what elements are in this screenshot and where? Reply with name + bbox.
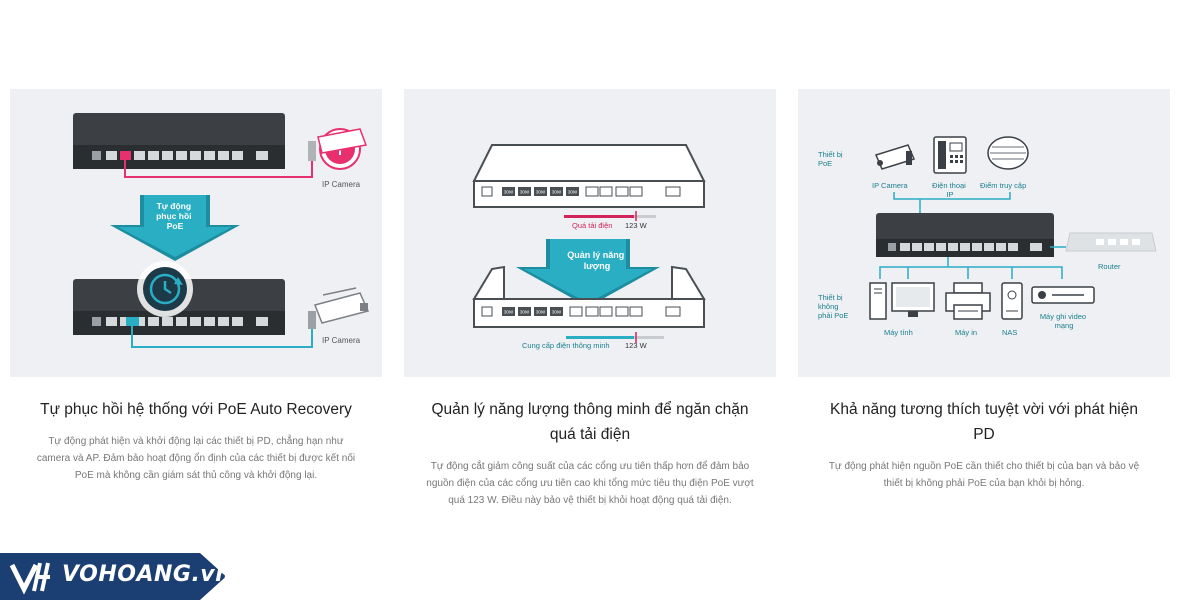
ip-phone-label-2: IP bbox=[946, 190, 953, 199]
recovery-clock-icon bbox=[137, 261, 193, 317]
smart-supply-label: Cung cấp điện thông minh bbox=[522, 341, 610, 350]
svg-text:30W: 30W bbox=[552, 190, 562, 195]
switch-bottom-front: 30W 30W 30W 30W bbox=[472, 265, 706, 328]
nonpoe-group-label-1: Thiết bị bbox=[818, 293, 843, 302]
computer-icon bbox=[869, 282, 935, 320]
nas-label: NAS bbox=[1002, 328, 1017, 337]
feature-auto-recovery: Tự phục hồi hệ thống với PoE Auto Recove… bbox=[10, 397, 382, 484]
power-management-illustration: 30W 30W 30W 30W 30W Quá tải điện 123 W Quả… bbox=[404, 89, 776, 377]
power-banner-line1: Quản lý năng bbox=[567, 250, 624, 260]
feature-power-management: Quản lý năng lượng thông minh để ngăn ch… bbox=[404, 397, 776, 509]
power-banner-line2: lượng bbox=[584, 261, 610, 271]
feature-pd-detection: Khả năng tương thích tuyệt vời với phát … bbox=[798, 397, 1170, 492]
svg-text:Quản lý năng lượng: Quản lý năng lượng bbox=[567, 250, 627, 271]
svg-text:30W: 30W bbox=[568, 190, 578, 195]
router-icon bbox=[1065, 232, 1157, 252]
switch-top bbox=[73, 113, 285, 169]
port-watt-label: 30W bbox=[536, 310, 546, 315]
poe-group-label-1: Thiết bị bbox=[818, 150, 843, 159]
video-recorder-label-2: mạng bbox=[1055, 321, 1074, 330]
ip-phone-icon bbox=[933, 136, 967, 174]
auto-recovery-arrow bbox=[110, 195, 240, 261]
ip-camera-label: IP Camera bbox=[872, 181, 909, 190]
ip-camera-online-icon bbox=[308, 287, 370, 329]
nas-icon bbox=[1001, 282, 1023, 320]
nonpoe-group-label-3: phải PoE bbox=[818, 311, 848, 320]
recovery-banner-line2: phục hồi bbox=[156, 211, 191, 221]
feature-description: Tự động cắt giảm công suất của các cổng … bbox=[426, 461, 754, 506]
nonpoe-group-label-2: không bbox=[818, 302, 838, 311]
power-management-arrow bbox=[516, 239, 660, 307]
svg-text:30W: 30W bbox=[504, 190, 514, 195]
feature-description: Tự động phát hiện và khởi động lại các t… bbox=[36, 436, 356, 481]
printer-label: Máy in bbox=[955, 328, 977, 337]
ip-camera-offline-icon bbox=[308, 128, 368, 170]
recovery-banner-line1: Tự động bbox=[157, 201, 191, 211]
video-recorder-icon bbox=[1031, 286, 1095, 304]
video-recorder-label-1: Máy ghi video bbox=[1040, 312, 1086, 321]
svg-text:Tự động phục hồi P: Tự động phục hồi PoE bbox=[156, 201, 194, 231]
svg-text:Thiết bị không phả: Thiết bị không phải PoE bbox=[818, 293, 848, 320]
ip-camera-label: IP Camera bbox=[322, 180, 361, 189]
brand-name: VOHOANG.vn bbox=[62, 562, 232, 587]
poe-group-label-2: PoE bbox=[818, 159, 832, 168]
poe-switch bbox=[876, 213, 1054, 257]
svg-text:Điện thoại IP: Điện thoại IP bbox=[932, 181, 968, 199]
ip-camera-label: IP Camera bbox=[322, 336, 361, 345]
svg-text:30W: 30W bbox=[520, 190, 530, 195]
wattage-top: 123 W bbox=[625, 221, 648, 230]
printer-icon bbox=[945, 282, 991, 320]
feature-title: Tự phục hồi hệ thống với PoE Auto Recove… bbox=[40, 401, 352, 418]
switch-top-front: 30W 30W 30W 30W 30W bbox=[472, 144, 706, 208]
recovery-banner-line3: PoE bbox=[167, 221, 184, 231]
wattage-bottom: 123 W bbox=[625, 341, 648, 350]
poe-auto-recovery-illustration: IP Camera Tự động phục hồi PoE bbox=[10, 89, 382, 377]
port-watt-label: 30W bbox=[552, 310, 562, 315]
access-point-icon bbox=[987, 136, 1029, 170]
port-watt-label: 30W bbox=[520, 310, 530, 315]
ip-phone-label-1: Điện thoại bbox=[932, 181, 966, 190]
ip-camera-icon bbox=[874, 144, 916, 170]
svg-text:Thiết bị PoE: Thiết bị PoE bbox=[818, 150, 845, 168]
port-watt-label: 30W bbox=[504, 310, 514, 315]
router-label: Router bbox=[1098, 262, 1121, 271]
feature-title: Khả năng tương thích tuyệt vời với phát … bbox=[830, 401, 1138, 443]
svg-text:Máy ghi video mạng: Máy ghi video mạng bbox=[1040, 312, 1088, 330]
computer-label: Máy tính bbox=[884, 328, 913, 337]
vohoang-logo: VOHOANG.vn bbox=[0, 553, 232, 600]
pd-detection-illustration: Thiết bị PoE IP Camera Điện thoại IP Điể… bbox=[798, 89, 1170, 377]
feature-description: Tự động phát hiện nguồn PoE cần thiết ch… bbox=[828, 461, 1140, 489]
access-point-label: Điểm truy cập bbox=[980, 181, 1026, 190]
svg-text:30W: 30W bbox=[536, 190, 546, 195]
feature-title: Quản lý năng lượng thông minh để ngăn ch… bbox=[431, 401, 749, 443]
overload-label: Quá tải điện bbox=[572, 221, 612, 230]
